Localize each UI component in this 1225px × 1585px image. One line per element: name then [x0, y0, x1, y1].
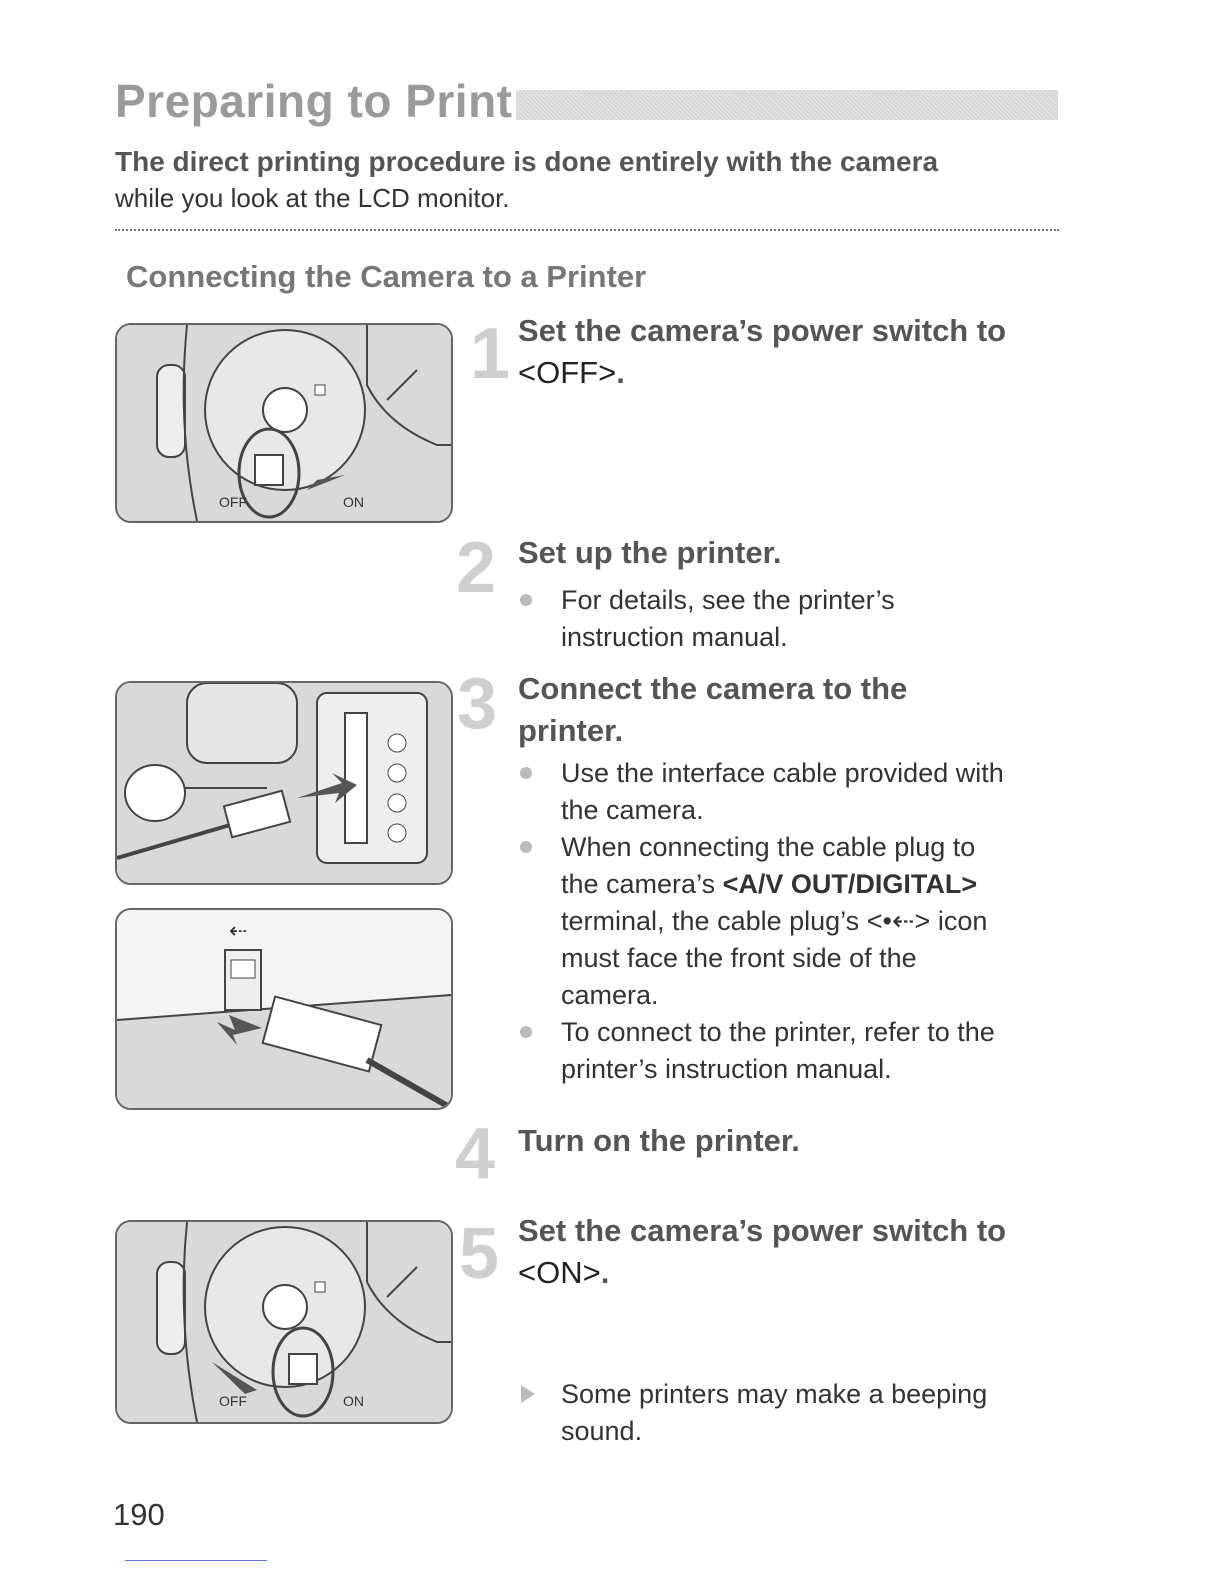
dial-on-label: ON: [343, 1393, 364, 1409]
step-2-number: 2: [456, 528, 497, 608]
bullet-dot-icon: [520, 594, 532, 606]
step-3-bullet-3: To connect to the printer, refer to the …: [515, 1014, 1075, 1088]
intro-text-line-1: The direct printing procedure is done en…: [115, 146, 939, 177]
bullet-dot-icon: [520, 1026, 532, 1038]
intro-text-line-2: while you look at the LCD monitor.: [115, 183, 510, 213]
page-title: Preparing to Print: [115, 75, 513, 127]
step-3-number: 3: [457, 664, 498, 744]
step-5-heading: Set the camera’s power switch to <ON>.: [518, 1213, 1007, 1290]
bullet-dot-icon: [520, 841, 532, 853]
svg-text:⇠: ⇠: [229, 919, 247, 944]
usb-icon-label: <•⇠>: [866, 906, 931, 936]
footer-line: [125, 1560, 267, 1561]
dial-on-label: ON: [343, 494, 364, 510]
dial-off-label: OFF: [219, 494, 247, 510]
figure-power-switch-on: OFF ON: [115, 1220, 453, 1424]
result-arrow-icon: [521, 1385, 535, 1403]
step-2-bullet: For details, see the printer’s instructi…: [515, 582, 1225, 656]
step-1-heading: Set the camera’s power switch to <OFF>.: [518, 313, 1007, 390]
section-heading: Connecting the Camera to a Printer: [126, 259, 647, 294]
terminal-label: <A/V OUT/DIGITAL>: [722, 869, 978, 899]
figure-usb-plug-orientation: ⇠: [115, 908, 453, 1110]
step-5-result: Some printers may make a beeping sound.: [515, 1376, 1225, 1450]
step-4-number: 4: [455, 1114, 496, 1194]
step-3-bullet-2: When connecting the cable plug to the ca…: [515, 829, 1075, 1014]
step-4-heading: Turn on the printer.: [518, 1123, 800, 1158]
step-3-bullets: Use the interface cable provided with th…: [515, 755, 1075, 1088]
title-decoration-bar: [516, 90, 1058, 120]
page-number: 190: [113, 1497, 165, 1532]
step-2-heading: Set up the printer.: [518, 535, 782, 570]
figure-cable-connection: [115, 681, 453, 885]
section-divider: [115, 229, 1059, 231]
step-5-number: 5: [459, 1214, 500, 1294]
step-3-bullet-1: Use the interface cable provided with th…: [515, 755, 1075, 829]
figure-power-switch-off: OFF ON: [115, 323, 453, 523]
dial-off-label: OFF: [219, 1393, 247, 1409]
step-1-number: 1: [470, 314, 511, 394]
bullet-dot-icon: [520, 767, 532, 779]
step-3-heading: Connect the camera to the printer.: [518, 671, 908, 748]
